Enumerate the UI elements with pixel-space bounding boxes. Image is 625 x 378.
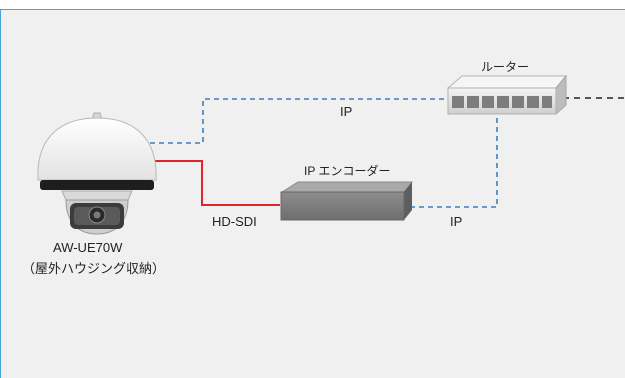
router-label: ルーター <box>481 60 530 74</box>
frame-top-band <box>0 0 625 9</box>
encoder-label: IP エンコーダー <box>304 164 391 178</box>
frame-left-border <box>0 9 1 378</box>
router-icon <box>446 74 568 116</box>
camera-note-label: （屋外ハウジング収納） <box>22 261 166 276</box>
ip-label-top: IP <box>340 104 353 119</box>
frame-top-border <box>0 9 625 10</box>
ip-label-bottom: IP <box>450 214 463 229</box>
hdsdi-label: HD-SDI <box>212 214 257 229</box>
ip-link-camera-router <box>132 98 448 144</box>
ip-link-encoder-router <box>410 114 498 208</box>
ip-encoder-icon <box>280 181 414 221</box>
hdsdi-link <box>146 160 280 206</box>
dome-camera-icon <box>37 112 157 235</box>
camera-model-label: AW-UE70W <box>53 240 123 255</box>
